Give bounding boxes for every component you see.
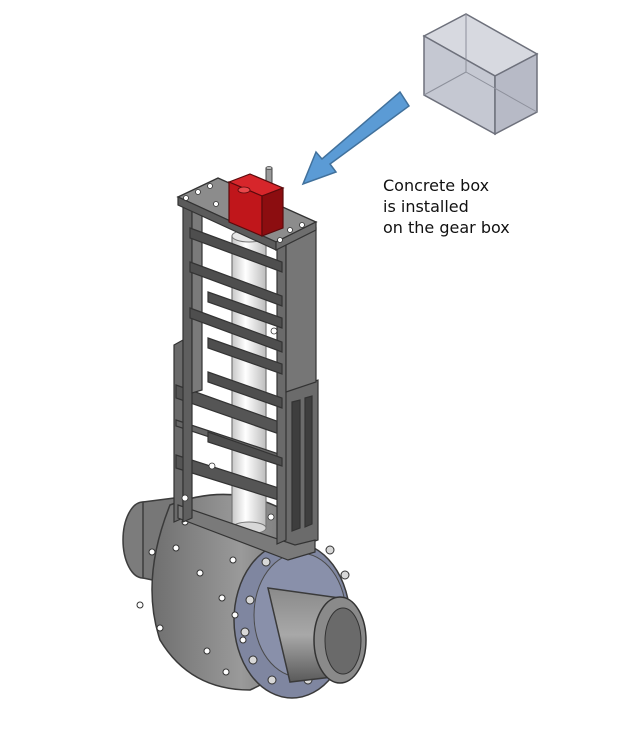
- pointer-arrow-icon: [301, 90, 411, 186]
- callout-line-2: is installed: [383, 197, 469, 216]
- concrete-box-icon: [422, 13, 539, 136]
- callout-text: Concrete box is installed on the gear bo…: [383, 175, 510, 238]
- gearbox-icon: [227, 166, 285, 237]
- callout-line-1: Concrete box: [383, 176, 490, 195]
- callout-line-3: on the gear box: [383, 218, 510, 237]
